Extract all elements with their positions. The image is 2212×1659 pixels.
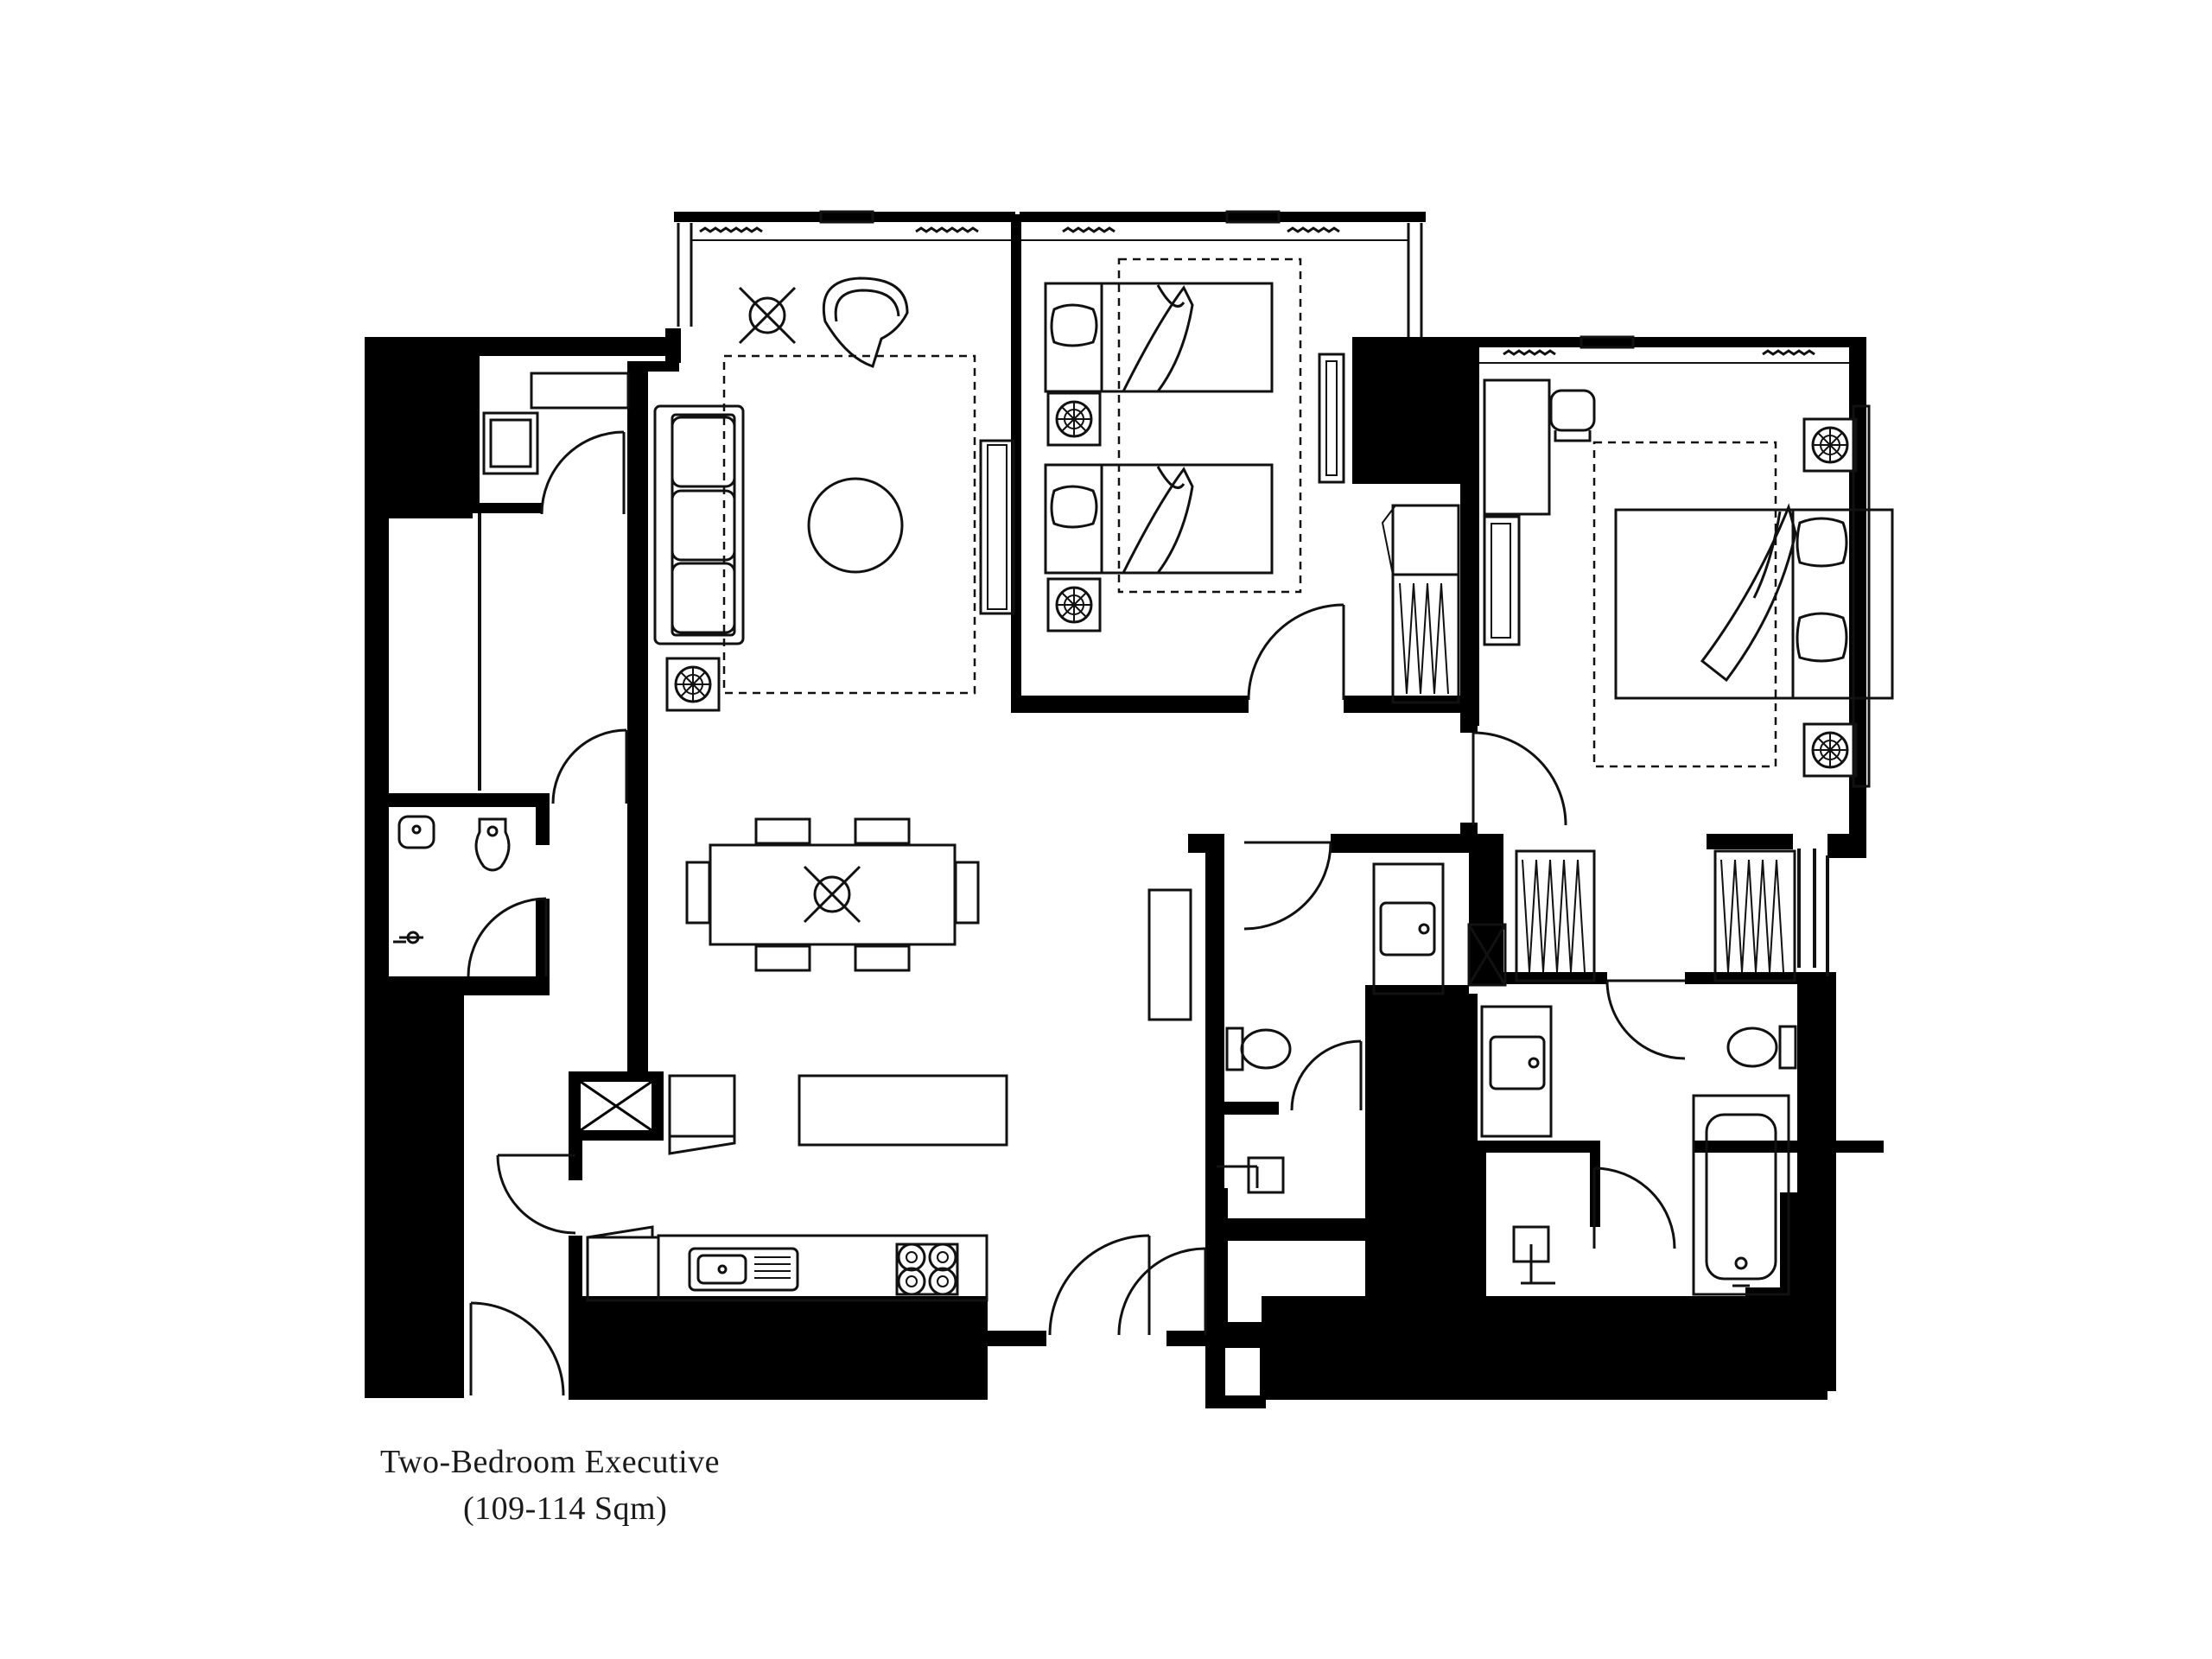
plan-area: (109-114 Sqm)	[463, 1491, 668, 1527]
windows	[478, 210, 1849, 976]
door-swing-icon	[1592, 1166, 1676, 1249]
sink-icon	[1480, 1005, 1553, 1138]
shower-icon	[1217, 1156, 1285, 1194]
door-swing-icon	[551, 728, 628, 804]
door-swing-icon	[467, 897, 548, 977]
door-swing-icon	[469, 1301, 565, 1396]
wardrobe-icon	[1381, 504, 1460, 704]
rugs	[722, 257, 1777, 768]
master-bathroom	[1480, 1005, 1797, 1296]
plan-title: Two-Bedroom Executive	[380, 1444, 721, 1480]
lamp-icon	[1046, 577, 1102, 632]
lamp-icon	[1046, 391, 1102, 447]
living-room	[586, 276, 1192, 1302]
door-swing-icon	[540, 430, 626, 515]
basin-icon	[397, 815, 435, 849]
toilet-icon	[1225, 1027, 1292, 1071]
center-bathroom	[1217, 849, 1796, 1194]
bed-icon	[1614, 503, 1894, 700]
door-swing-icon	[1247, 603, 1345, 701]
dining-table-icon	[685, 817, 980, 972]
kitchen-island-icon	[798, 1074, 1008, 1147]
toilet-icon	[474, 817, 511, 872]
walls	[365, 212, 1884, 1408]
cooktop-icon	[895, 1243, 959, 1296]
door-swing-icon	[496, 1154, 576, 1235]
shower-icon	[393, 931, 423, 944]
armchair-icon	[822, 276, 909, 368]
wardrobe-icon	[1515, 849, 1596, 982]
door-swing-icon	[1243, 841, 1332, 931]
lamp-icon	[665, 657, 721, 712]
twin-bedroom	[1044, 282, 1460, 704]
bathtub-icon	[1692, 1094, 1790, 1296]
wardrobe-icon	[1713, 849, 1796, 982]
doors	[467, 430, 1686, 1396]
tv-console-icon	[979, 439, 1015, 615]
toilet-icon	[1726, 1025, 1797, 1070]
utility-area	[393, 372, 630, 944]
bed-icon	[1044, 463, 1274, 575]
door-swing-icon	[1290, 1039, 1363, 1111]
bed-icon	[1044, 282, 1274, 393]
sink-icon	[688, 1247, 799, 1292]
sofa-icon	[653, 404, 745, 645]
door-swing-icon	[1605, 979, 1686, 1060]
shower-icon	[1512, 1225, 1555, 1285]
plan-caption: Two-Bedroom Executive (109-114 Sqm)	[380, 1439, 812, 1532]
lamp-icon	[738, 286, 797, 345]
door-swing-icon	[1048, 1234, 1207, 1336]
coffee-table-icon	[807, 477, 904, 574]
lamp-icon	[1802, 417, 1858, 473]
lamp-icon	[1802, 722, 1858, 778]
sink-icon	[1372, 862, 1445, 995]
master-bedroom	[1483, 378, 1894, 788]
door-swing-icon	[1471, 731, 1567, 826]
